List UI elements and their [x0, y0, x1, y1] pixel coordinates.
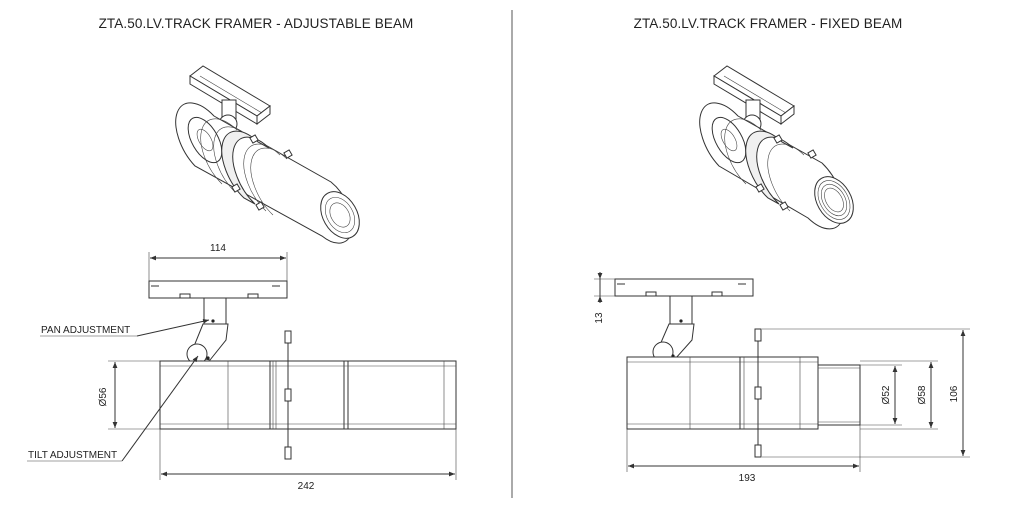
svg-text:PAN ADJUSTMENT: PAN ADJUSTMENT [41, 325, 130, 336]
right-isometric-view [699, 65, 854, 230]
svg-text:Ø56: Ø56 [98, 387, 109, 406]
svg-text:193: 193 [739, 473, 756, 484]
right-dimension-106: 106 [762, 328, 970, 458]
left-dimension-242: 242 [159, 429, 457, 492]
svg-text:13: 13 [594, 312, 605, 324]
right-dimension-58: Ø58 [860, 360, 938, 430]
svg-text:Ø58: Ø58 [917, 385, 928, 404]
pan-adjustment-callout: PAN ADJUSTMENT [40, 318, 210, 337]
right-dimension-52: Ø52 [860, 364, 902, 426]
svg-text:114: 114 [210, 243, 226, 254]
left-dimension-diameter: Ø56 [98, 360, 160, 430]
left-dimension-114: 114 [148, 243, 288, 281]
left-elevation-view [148, 280, 457, 460]
left-panel-title: ZTA.50.LV.TRACK FRAMER - ADJUSTABLE BEAM [99, 16, 414, 31]
svg-text:106: 106 [949, 385, 960, 402]
right-dimension-13: 13 [594, 272, 615, 324]
tilt-adjustment-callout: TILT ADJUSTMENT [27, 355, 199, 462]
right-panel-title: ZTA.50.LV.TRACK FRAMER - FIXED BEAM [634, 16, 903, 31]
left-isometric-view [175, 65, 360, 244]
svg-text:242: 242 [298, 481, 315, 492]
right-elevation-view [614, 278, 861, 458]
right-dimension-193: 193 [626, 425, 861, 484]
svg-text:Ø52: Ø52 [881, 385, 892, 404]
svg-text:TILT ADJUSTMENT: TILT ADJUSTMENT [28, 450, 117, 461]
